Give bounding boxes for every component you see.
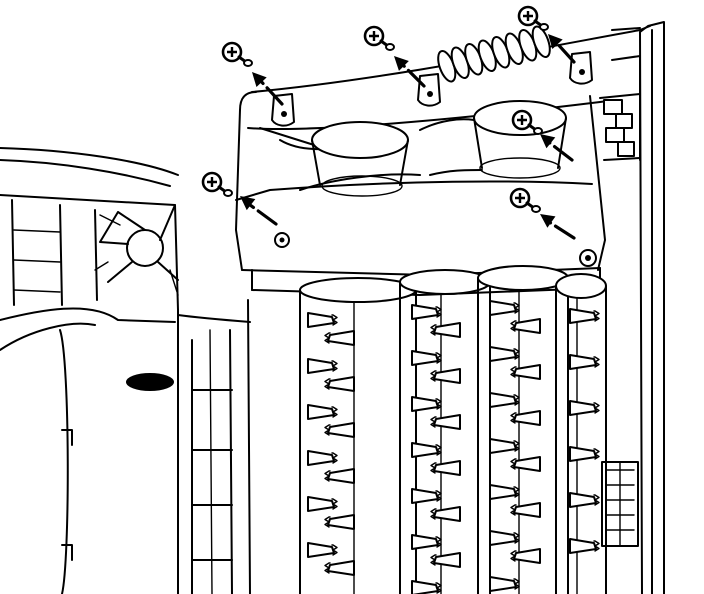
bristle-tuft	[307, 312, 335, 328]
bristle-tuft	[569, 492, 597, 508]
bristle-tuft	[327, 376, 355, 392]
brush-roll	[477, 277, 569, 594]
brush-roll	[555, 285, 607, 594]
screw-icon	[517, 5, 549, 31]
left-housing	[0, 147, 179, 594]
arrow-icon	[252, 72, 284, 106]
bristle-tuft	[513, 364, 541, 380]
rubber-foot	[126, 373, 174, 391]
bristle-tuft	[411, 350, 439, 366]
bristle-tuft	[489, 346, 517, 362]
bristle-tuft	[513, 502, 541, 518]
bristle-tuft	[489, 300, 517, 316]
fan-icon	[94, 204, 179, 296]
arrow-icon	[240, 196, 278, 226]
spring-icon	[437, 25, 551, 83]
bristle-tuft	[513, 456, 541, 472]
bristle-tuft	[411, 580, 439, 594]
screw-icon	[363, 25, 395, 51]
screw-icon	[221, 41, 253, 67]
bristle-tuft	[327, 330, 355, 346]
bristle-tuft	[513, 548, 541, 564]
bristle-tuft	[569, 308, 597, 324]
brush-rolls	[299, 265, 607, 594]
screw-icon	[201, 171, 233, 197]
bristle-tuft	[411, 442, 439, 458]
bristle-tuft	[489, 530, 517, 546]
bristle-tuft	[433, 552, 461, 568]
bristle-tuft	[327, 560, 355, 576]
clip-tab	[569, 51, 593, 85]
bristle-tuft	[489, 438, 517, 454]
bristle-tuft	[569, 538, 597, 554]
bristle-tuft	[433, 414, 461, 430]
screw-icon	[509, 187, 541, 213]
bristle-tuft	[513, 410, 541, 426]
bristle-tuft	[307, 496, 335, 512]
clip-tab	[271, 93, 295, 127]
side-channel	[177, 299, 251, 594]
arrow-icon	[540, 134, 574, 162]
bristle-tuft	[327, 514, 355, 530]
bristle-tuft	[433, 368, 461, 384]
bristle-tuft	[489, 484, 517, 500]
spring-coil	[531, 25, 551, 58]
bristle-tuft	[327, 422, 355, 438]
bristle-tuft	[307, 404, 335, 420]
bristle-tuft	[411, 396, 439, 412]
bristle-tuft	[327, 468, 355, 484]
bristle-tuft	[307, 542, 335, 558]
screw-icon	[511, 109, 543, 135]
bristle-tuft	[569, 446, 597, 462]
bristle-tuft	[489, 392, 517, 408]
bristle-tuft	[411, 488, 439, 504]
bristle-tuft	[569, 400, 597, 416]
arrow-icon	[540, 214, 576, 240]
bristle-tuft	[433, 322, 461, 338]
bristle-tuft	[569, 354, 597, 370]
bristle-tuft	[433, 506, 461, 522]
bristle-tuft	[433, 460, 461, 476]
right-frame	[599, 21, 665, 594]
bristle-tuft	[411, 534, 439, 550]
bristle-tuft	[411, 304, 439, 320]
arrow-icon	[394, 56, 426, 88]
bristle-tuft	[307, 358, 335, 374]
clip-tab	[417, 73, 441, 107]
bristle-tuft	[307, 450, 335, 466]
arrow-icon	[548, 34, 576, 64]
bristle-tuft	[489, 576, 517, 592]
screw-callouts	[201, 5, 593, 240]
bristle-tuft	[513, 318, 541, 334]
